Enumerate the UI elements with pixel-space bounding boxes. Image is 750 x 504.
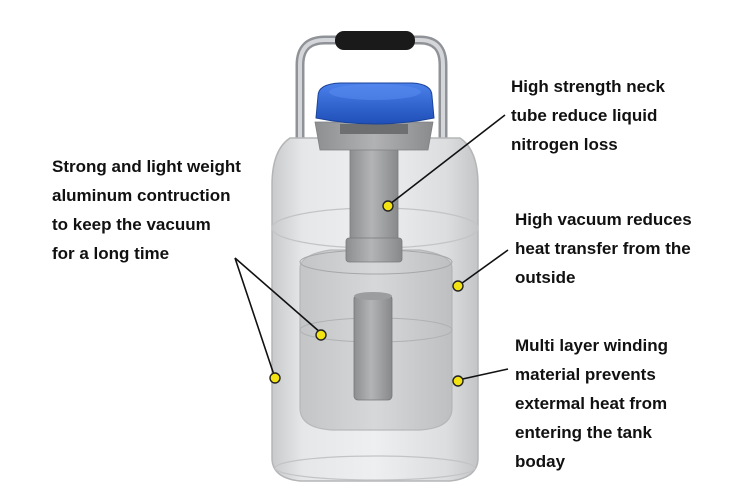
- pointer-line-vacuum: [457, 249, 509, 287]
- callout-aluminum-construction: Strong and light weight aluminum contruc…: [52, 152, 241, 268]
- callout-line: entering the tank: [515, 423, 652, 442]
- callout-line: nitrogen loss: [511, 135, 618, 154]
- callout-line: outside: [515, 268, 576, 287]
- marker-vacuum: [452, 280, 464, 292]
- callout-line: material prevents: [515, 365, 656, 384]
- callout-line: to keep the vacuum: [52, 215, 211, 234]
- callout-line: High vacuum reduces: [515, 210, 692, 229]
- marker-outer-wall: [269, 372, 281, 384]
- lid[interactable]: [315, 82, 435, 125]
- callout-line: for a long time: [52, 244, 170, 263]
- callout-multilayer-winding: Multi layer winding material prevents ex…: [515, 331, 668, 476]
- pointer-line-left-1: [234, 257, 322, 334]
- neck-collar: [314, 121, 434, 151]
- marker-inner-wall: [315, 329, 327, 341]
- pointer-line-neck: [389, 114, 506, 205]
- callout-line: aluminum contruction: [52, 186, 231, 205]
- handle-grip[interactable]: [335, 31, 415, 50]
- callout-line: Strong and light weight: [52, 157, 241, 176]
- pointer-line-left-2: [234, 257, 276, 379]
- callout-line: heat transfer from the: [515, 239, 691, 258]
- callout-high-vacuum: High vacuum reduces heat transfer from t…: [515, 205, 692, 292]
- inner-canister: [353, 292, 393, 401]
- marker-multilayer: [452, 375, 464, 387]
- marker-neck: [382, 200, 394, 212]
- callout-neck-tube: High strength neck tube reduce liquid ni…: [511, 72, 665, 159]
- pointer-line-multilayer: [457, 368, 509, 381]
- callout-line: High strength neck: [511, 77, 665, 96]
- callout-line: extermal heat from: [515, 394, 668, 413]
- pointer-lines: [234, 114, 509, 381]
- callout-line: tube reduce liquid: [511, 106, 658, 125]
- callout-line: Multi layer winding: [515, 336, 669, 355]
- markers: [269, 200, 464, 387]
- neck-tube: [345, 144, 403, 263]
- callout-line: boday: [515, 452, 566, 471]
